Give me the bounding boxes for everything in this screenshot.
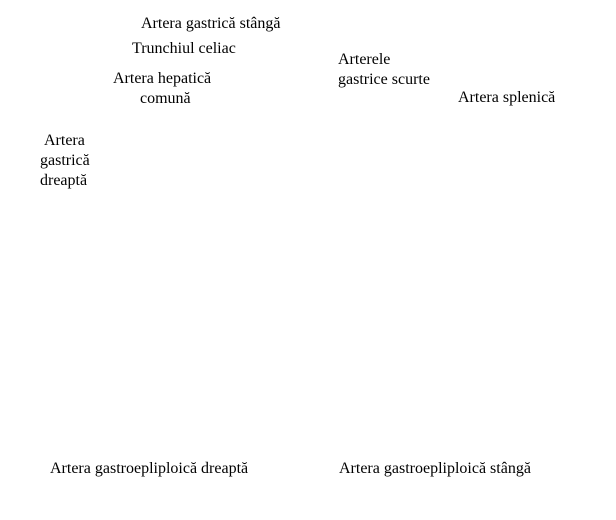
label-splenic-artery: Artera splenică bbox=[458, 88, 555, 108]
label-right-gastric-artery-line-2: gastrică bbox=[40, 152, 90, 169]
label-common-hepatic-artery-line-1: Artera hepatică bbox=[113, 70, 212, 87]
label-short-gastric-arteries-line-2: gastrice scurte bbox=[338, 71, 430, 88]
label-short-gastric-arteries-line-1: Arterele bbox=[338, 51, 391, 68]
label-common-hepatic-artery: Artera hepatică comună bbox=[113, 69, 211, 109]
label-right-gastric-artery: Artera gastrică dreaptă bbox=[40, 131, 90, 191]
label-celiac-trunk: Trunchiul celiac bbox=[132, 39, 236, 59]
label-splenic-artery-text: Artera splenică bbox=[458, 89, 556, 106]
label-right-gastric-artery-line-3: dreaptă bbox=[40, 172, 88, 189]
label-common-hepatic-artery-line-2: comună bbox=[140, 90, 191, 107]
label-right-gastroepiploic-artery-text: Artera gastroepliploică dreaptă bbox=[50, 460, 249, 477]
label-left-gastric-artery: Artera gastrică stângă bbox=[141, 14, 280, 34]
label-left-gastric-artery-text: Artera gastrică stângă bbox=[141, 15, 281, 32]
label-right-gastric-artery-line-1: Artera bbox=[44, 132, 85, 149]
label-celiac-trunk-text: Trunchiul celiac bbox=[132, 40, 236, 57]
label-right-gastroepiploic-artery: Artera gastroepliploică dreaptă bbox=[50, 459, 248, 479]
label-left-gastroepiploic-artery: Artera gastroepliploică stângă bbox=[339, 459, 531, 479]
label-left-gastroepiploic-artery-text: Artera gastroepliploică stângă bbox=[339, 460, 531, 477]
label-short-gastric-arteries: Arterele gastrice scurte bbox=[338, 50, 430, 90]
